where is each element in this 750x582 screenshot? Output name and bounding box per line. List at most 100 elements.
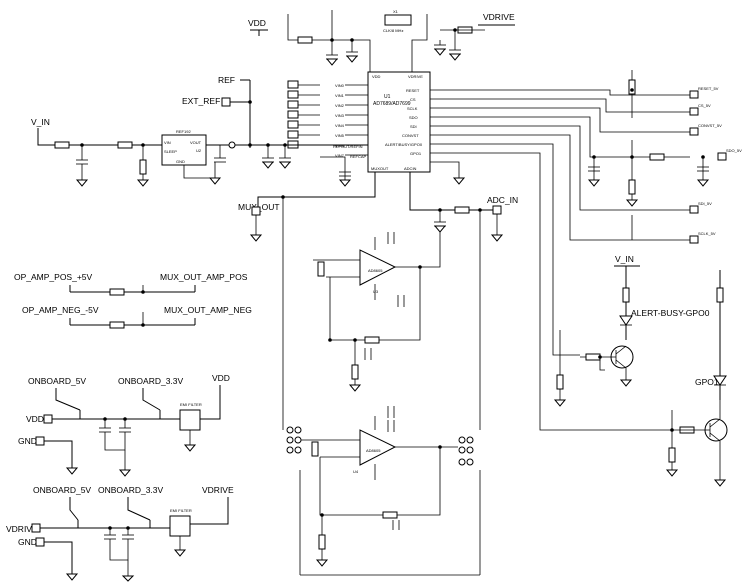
crystal xyxy=(384,14,412,26)
opamp-u3-ref: U3 xyxy=(373,289,379,294)
lk1-switch[interactable] xyxy=(55,388,81,411)
gnd-connector-1[interactable] xyxy=(35,436,45,446)
r5 xyxy=(139,159,147,175)
r1 xyxy=(297,36,313,44)
adc-pin-adcin: ADCIN xyxy=(404,166,417,171)
vdd-label-3: VDD xyxy=(26,414,44,424)
op-amp-pos-label: OP_AMP_POS_+5V xyxy=(14,272,93,282)
vdd-connector[interactable] xyxy=(43,414,53,424)
adc-pin-vin4: VIN4 xyxy=(335,123,345,128)
opamp-u4-ref: U4 xyxy=(353,469,359,474)
net-reset-5v: RESET_5V xyxy=(698,86,719,91)
ref-pin-vin: VIN xyxy=(164,140,171,145)
adc-pin-sdo: SDO xyxy=(409,115,418,120)
onboard-3v3-label-2: ONBOARD_3.3V xyxy=(98,485,164,495)
adc-pin-vin1: VIN1 xyxy=(335,93,345,98)
led-gpo1 xyxy=(713,375,727,386)
adc-pin-sdi: SDI xyxy=(410,124,417,129)
emi-filter-2-part: EMI FILTER xyxy=(170,508,192,513)
mux-out-amp-pos-label: MUX_OUT_AMP_POS xyxy=(160,272,248,282)
r7 xyxy=(109,288,125,296)
adc-pin-vdrive: VDRIVE xyxy=(408,74,423,79)
lk3-switch[interactable] xyxy=(69,497,79,521)
led-alert xyxy=(619,315,633,326)
onboard-5v-label-2: ONBOARD_5V xyxy=(33,485,91,495)
junction-dots xyxy=(80,28,705,530)
gnd-label-2: GND xyxy=(18,537,37,547)
gnd-label-1: GND xyxy=(18,436,37,446)
ref-pin-sleep: SLEEP xyxy=(164,149,177,154)
emi-filter-1-part: EMI FILTER xyxy=(180,402,202,407)
vdrive-connector[interactable] xyxy=(31,523,41,533)
vin-label-2: V_IN xyxy=(615,254,634,264)
vdrive-feed xyxy=(411,14,428,72)
opamp-u4 xyxy=(359,429,397,466)
r8 xyxy=(109,321,125,329)
digital-bus xyxy=(430,89,690,431)
opamp-u4-part: AD8605 xyxy=(366,448,381,453)
r3 xyxy=(54,141,70,149)
ext-ref-label: EXT_REF xyxy=(182,96,220,106)
gnd-connector-2[interactable] xyxy=(35,537,45,547)
reference-ic xyxy=(161,134,207,166)
adc-pin-gpo1: GPO1 xyxy=(410,151,422,156)
adc-pin-cs: CS xyxy=(410,97,416,102)
adc-pin-vin0: VIN0 xyxy=(335,83,345,88)
adc-pin-vin3: VIN3 xyxy=(335,113,345,118)
crystal-part: CLK/8 MHz xyxy=(383,28,403,33)
adc-pin-refout: REFOUT/REFIN xyxy=(333,144,363,149)
net-cs-5v: CS_5V xyxy=(698,103,711,108)
opamp-u3-part: AD8605 xyxy=(368,268,383,273)
adc-pin-vin2: VIN2 xyxy=(335,103,345,108)
ground-symbols xyxy=(65,48,727,582)
adc-pin-vin5: VIN5 xyxy=(335,133,345,138)
ref-link[interactable] xyxy=(228,141,236,149)
vdd-label-2: VDD xyxy=(212,373,230,383)
adc-pin-vdd: VDD xyxy=(372,74,381,79)
vin-connectors xyxy=(287,80,320,149)
adc-pin-muxout: MUXOUT xyxy=(371,166,389,171)
vdrive-label-3: VDRIVE xyxy=(6,524,38,534)
r4 xyxy=(117,141,133,149)
lk2-switch[interactable] xyxy=(142,388,161,411)
net-sdi-5v: SDI_5V xyxy=(698,201,712,206)
output-connectors xyxy=(689,90,727,244)
vdd-label: VDD xyxy=(248,18,266,28)
ext-ref-connector[interactable] xyxy=(221,97,231,107)
ref-pin-gnd: GND xyxy=(176,159,185,164)
vdd-feed xyxy=(287,14,371,72)
net-convst-5v: CONVST_5V xyxy=(698,123,722,128)
mux-out-connector[interactable] xyxy=(251,206,261,216)
mux-out-wire xyxy=(257,172,376,215)
onboard-3v3-label-1: ONBOARD_3.3V xyxy=(118,376,184,386)
adc-pin-vin7: VIN7 xyxy=(335,153,345,158)
adc-right-pins: RESET CS SCLK SDO SDI CONVST ALERT/BUSY/… xyxy=(385,88,423,156)
ref-pin-vout: VOUT xyxy=(190,140,202,145)
lk4-switch[interactable] xyxy=(127,497,151,521)
net-sdo-5v: SDO_5V xyxy=(726,148,742,153)
emi-filter-2 xyxy=(169,515,191,537)
ref-ic-ref: U2 xyxy=(196,148,202,153)
net-sclk-5v: SCLK_5V xyxy=(698,231,716,236)
opamp-u3 xyxy=(359,249,397,286)
adc-ic-part: AD7689/AD7699 xyxy=(373,101,411,107)
onboard-5v-label-1: ONBOARD_5V xyxy=(28,376,86,386)
adc-pin-alert: ALERT/BUSY/GPO0 xyxy=(385,142,423,147)
adc-ic-body xyxy=(367,71,431,173)
adc-ic-ref: U1 xyxy=(384,94,391,100)
gpo1-label: GPO1 xyxy=(695,377,719,387)
adc-pin-reset: RESET xyxy=(406,88,420,93)
adc-pin-refcap: REFCAP xyxy=(350,154,367,159)
pullup-resistors xyxy=(588,70,709,240)
r6 xyxy=(454,206,470,214)
adc-in-connector[interactable] xyxy=(492,205,502,215)
emi-filter-1 xyxy=(179,409,201,431)
link-jumpers[interactable] xyxy=(286,426,474,466)
mux-out-amp-neg-label: MUX_OUT_AMP_NEG xyxy=(164,305,252,315)
op-amp-neg-label: OP_AMP_NEG_-5V xyxy=(22,305,99,315)
adc-in-label: ADC_IN xyxy=(487,195,518,205)
vin-label: V_IN xyxy=(31,117,50,127)
ref-ic-part: REF192 xyxy=(176,129,191,134)
crystal-ref: X1 xyxy=(393,9,399,14)
